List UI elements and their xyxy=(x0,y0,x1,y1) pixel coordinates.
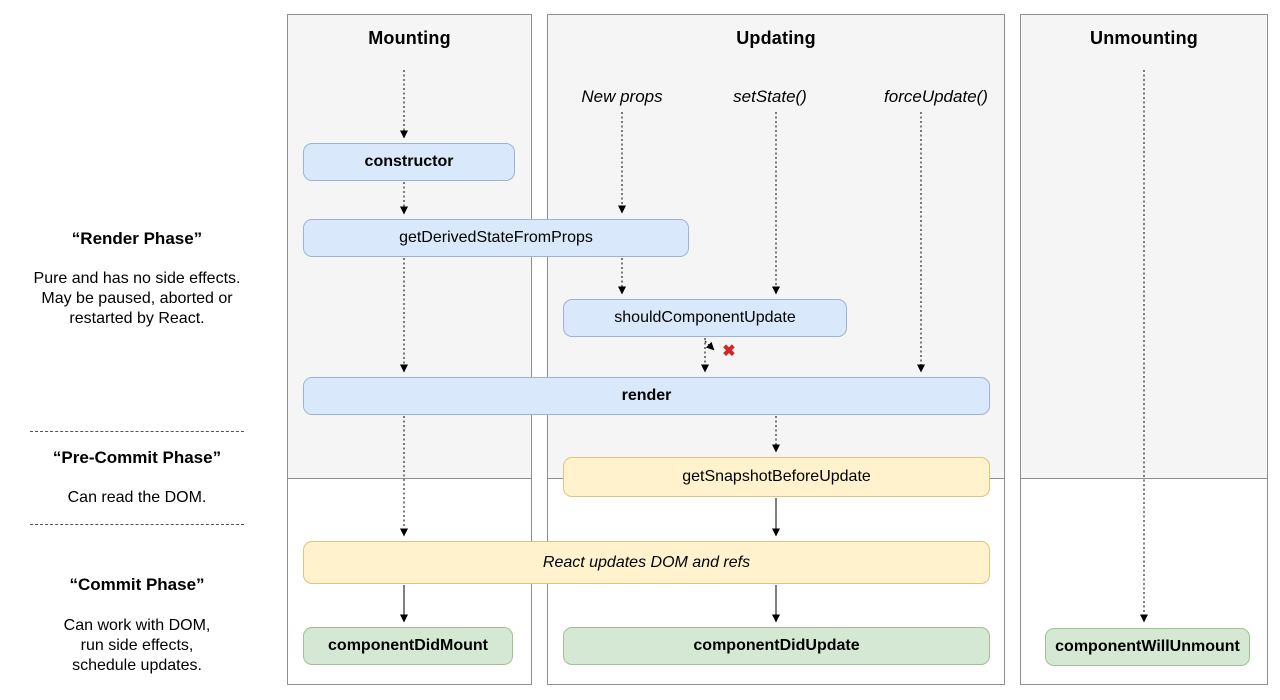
commit-phase-description: Can work with DOM, run side effects, sch… xyxy=(63,617,211,674)
commit-phase-title: “Commit Phase” xyxy=(69,575,205,594)
trigger-setstate: setState() xyxy=(733,87,807,106)
phase-divider-bottom xyxy=(30,524,244,525)
node-constructor: constructor xyxy=(303,143,515,181)
node-componentdidupdate: componentDidUpdate xyxy=(563,627,990,665)
node-shouldcomponentupdate: shouldComponentUpdate xyxy=(563,299,847,337)
node-componentwillunmount: componentWillUnmount xyxy=(1045,628,1250,666)
update-rejected-x-icon: ✖ xyxy=(722,343,736,360)
node-react-updates-dom: React updates DOM and refs xyxy=(303,541,990,584)
node-componentdidmount: componentDidMount xyxy=(303,627,513,665)
updating-column-title: Updating xyxy=(736,28,816,48)
node-render: render xyxy=(303,377,990,415)
render-phase-description: Pure and has no side effects. May be pau… xyxy=(33,270,241,327)
mounting-column-title: Mounting xyxy=(368,28,451,48)
node-getderivedstatefromprops: getDerivedStateFromProps xyxy=(303,219,689,257)
trigger-new-props: New props xyxy=(581,87,663,106)
node-getsnapshotbeforeupdate: getSnapshotBeforeUpdate xyxy=(563,457,990,497)
trigger-forceupdate: forceUpdate() xyxy=(884,87,988,106)
unmounting-column-render-region: Unmounting xyxy=(1020,14,1268,479)
phase-divider-top xyxy=(30,431,244,432)
pre-commit-phase-title: “Pre-Commit Phase” xyxy=(52,448,222,467)
render-phase-title: “Render Phase” xyxy=(71,229,203,248)
unmounting-column-title: Unmounting xyxy=(1090,28,1198,48)
pre-commit-phase-description: Can read the DOM. xyxy=(67,489,207,506)
